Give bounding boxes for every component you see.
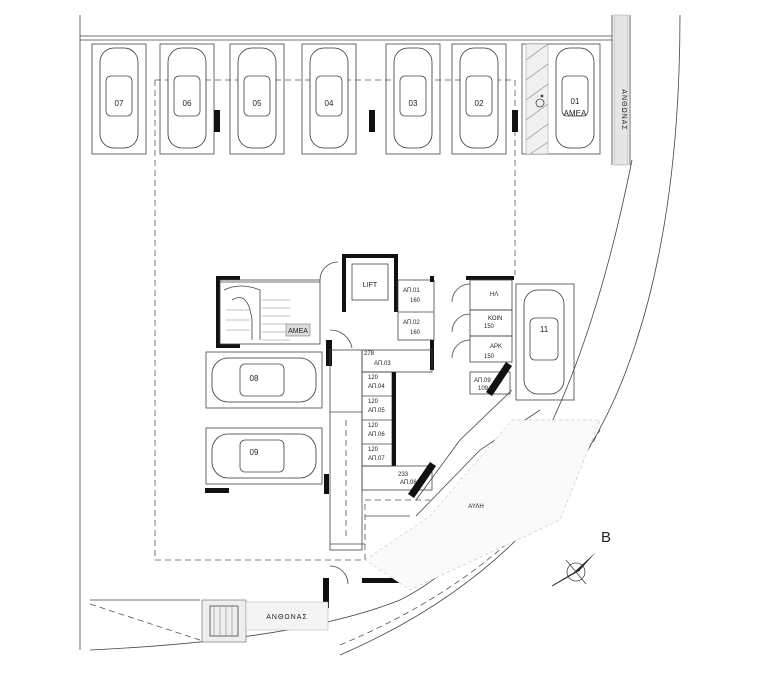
stair-core: ΑΜΕΑ — [216, 261, 353, 349]
storage-size-05: 120 — [368, 399, 379, 405]
storage-size-04: 120 — [368, 375, 379, 381]
storage-id-09: ΑΠ.09 — [474, 378, 491, 384]
space-label-07: 07 — [115, 99, 124, 108]
middle-parking: 08 09 — [205, 351, 329, 494]
storage-id-06: ΑΠ.06 — [368, 432, 385, 438]
storage-id-05: ΑΠ.05 — [368, 408, 385, 414]
car-05 — [237, 47, 277, 149]
service-rooms: ΗΛ ΚΟΙΝ 150 ΑΡΚ 150 ΑΠ.09 109 — [451, 276, 514, 396]
car-06 — [167, 47, 207, 149]
storage-block-upper: ΑΠ.01 160 ΑΠ.02 160 — [397, 276, 435, 370]
street-label-right: ΑΝΘΩΝΑΣ — [620, 89, 627, 130]
storage-block-lower: 278 ΑΠ.03 120 ΑΠ.04 120 ΑΠ.05 120 ΑΠ.06 … — [326, 340, 436, 498]
storage-id-01: ΑΠ.01 — [403, 288, 420, 294]
room-size-ark: 150 — [484, 354, 495, 360]
storage-size-08: 233 — [398, 472, 409, 478]
car-02 — [459, 47, 499, 149]
space-label-08: 08 — [250, 374, 259, 383]
car-03 — [393, 47, 433, 149]
car-04 — [309, 47, 349, 149]
storage-size-01: 160 — [410, 298, 421, 304]
north-label: B — [601, 529, 611, 546]
space-label-04: 04 — [325, 99, 334, 108]
room-size-koin: 150 — [484, 324, 495, 330]
storage-id-03: ΑΠ.03 — [374, 361, 391, 367]
wheelchair-icon — [535, 94, 545, 108]
car-01 — [555, 47, 595, 149]
space-label-01: 01 — [571, 97, 580, 106]
storage-size-07: 120 — [368, 447, 379, 453]
north-arrow: B — [551, 529, 611, 587]
storage-id-07: ΑΠ.07 — [368, 456, 385, 462]
street-frontage: ΑΝΘΩΝΑΣ — [89, 599, 329, 643]
top-parking-labels: 07 06 05 04 03 02 01 ΑΜΕΑ — [115, 97, 587, 118]
lift-label: LIFT — [363, 282, 378, 289]
yard-label: ΑΥΛΗ — [468, 504, 483, 510]
storage-id-04: ΑΠ.04 — [368, 384, 385, 390]
ramp-corridor — [323, 349, 541, 608]
space-label-05: 05 — [253, 99, 262, 108]
storage-size-09: 109 — [478, 386, 489, 392]
space-label-06: 06 — [183, 99, 192, 108]
street-label-bottom: ΑΝΘΩΝΑΣ — [266, 614, 307, 621]
room-label-koin: ΚΟΙΝ — [488, 316, 502, 322]
storage-id-08: ΑΠ.08 — [400, 480, 417, 486]
stair-accessible-label: ΑΜΕΑ — [288, 328, 308, 335]
car-07 — [99, 47, 139, 149]
lift-shaft: LIFT — [342, 254, 398, 312]
room-label-electrical: ΗΛ — [490, 292, 498, 298]
yard-area: ΑΥΛΗ — [364, 419, 601, 591]
accessible-space-label: ΑΜΕΑ — [564, 109, 587, 118]
boundary-hatch — [613, 14, 629, 166]
storage-size-03: 278 — [364, 351, 375, 357]
space-label-02: 02 — [475, 99, 484, 108]
storage-size-06: 120 — [368, 423, 379, 429]
space-label-09: 09 — [250, 448, 259, 457]
room-label-ark: ΑΡΚ — [490, 344, 502, 350]
side-parking-bay: 11 — [515, 283, 575, 401]
storage-size-02: 160 — [410, 330, 421, 336]
top-parking-row — [91, 43, 601, 155]
space-label-11: 11 — [540, 325, 549, 334]
storage-id-02: ΑΠ.02 — [403, 320, 420, 326]
space-label-03: 03 — [409, 99, 418, 108]
